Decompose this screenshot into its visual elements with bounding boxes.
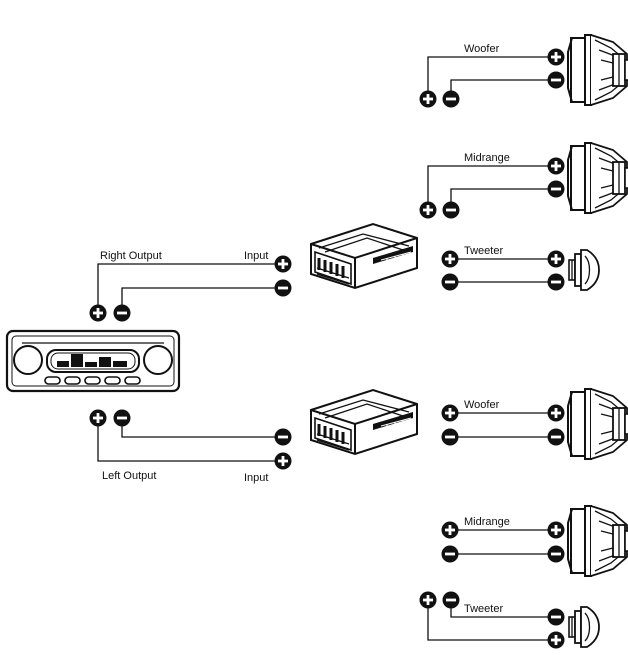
positive-terminal-icon <box>547 631 565 649</box>
crossover-right <box>309 222 419 290</box>
right-input-label: Input <box>244 250 268 262</box>
positive-terminal-icon <box>547 521 565 539</box>
positive-terminal-icon <box>274 452 292 470</box>
negative-terminal-icon <box>441 545 459 563</box>
positive-terminal-icon <box>419 90 437 108</box>
negative-terminal-icon <box>547 273 565 291</box>
speaker-woofer-right: Woofer <box>419 34 628 108</box>
tweeter-label-right: Tweeter <box>464 245 503 257</box>
head-unit <box>5 329 181 393</box>
display-bars <box>57 354 127 367</box>
positive-terminal-icon <box>89 409 107 427</box>
negative-terminal-icon <box>547 428 565 446</box>
speaker-midrange-left: Midrange <box>441 505 628 577</box>
right-output-label: Right Output <box>100 250 162 262</box>
speaker-midrange-right: Midrange <box>419 142 628 219</box>
woofer-label-left: Woofer <box>464 399 500 411</box>
speaker-tweeter-right: Tweeter <box>441 245 600 291</box>
right-channel: Right Output Input <box>89 222 419 322</box>
positive-terminal-icon <box>547 250 565 268</box>
midrange-label-right: Midrange <box>464 152 510 164</box>
negative-terminal-icon <box>547 545 565 563</box>
speaker-icon <box>567 34 628 106</box>
midrange-label-left: Midrange <box>464 516 510 528</box>
negative-terminal-icon <box>547 180 565 198</box>
speaker-icon <box>567 142 628 214</box>
negative-terminal-icon <box>274 279 292 297</box>
positive-terminal-icon <box>89 304 107 322</box>
positive-terminal-icon <box>547 404 565 422</box>
tweeter-label-left: Tweeter <box>464 603 503 615</box>
left-channel: Left Output Input <box>89 388 419 484</box>
positive-terminal-icon <box>547 157 565 175</box>
left-input-label: Input <box>244 472 268 484</box>
speaker-tweeter-left: Tweeter <box>419 591 600 649</box>
negative-terminal-icon <box>442 201 460 219</box>
crossover-left <box>309 388 419 456</box>
preset-buttons <box>44 376 141 385</box>
speaker-icon <box>567 505 628 577</box>
positive-terminal-icon <box>441 404 459 422</box>
negative-terminal-icon <box>547 608 565 626</box>
negative-terminal-icon <box>442 90 460 108</box>
tweeter-icon <box>568 606 600 648</box>
left-output-label: Left Output <box>102 470 156 482</box>
woofer-label-right: Woofer <box>464 43 500 55</box>
positive-terminal-icon <box>274 255 292 273</box>
speaker-icon <box>567 388 628 460</box>
negative-terminal-icon <box>441 428 459 446</box>
negative-terminal-icon <box>442 591 460 609</box>
positive-terminal-icon <box>547 48 565 66</box>
negative-terminal-icon <box>441 273 459 291</box>
negative-terminal-icon <box>113 304 131 322</box>
positive-terminal-icon <box>441 250 459 268</box>
positive-terminal-icon <box>419 201 437 219</box>
negative-terminal-icon <box>274 428 292 446</box>
negative-terminal-icon <box>113 409 131 427</box>
tweeter-icon <box>568 249 600 291</box>
negative-terminal-icon <box>547 71 565 89</box>
positive-terminal-icon <box>419 591 437 609</box>
positive-terminal-icon <box>441 521 459 539</box>
speaker-woofer-left: Woofer <box>441 388 628 460</box>
